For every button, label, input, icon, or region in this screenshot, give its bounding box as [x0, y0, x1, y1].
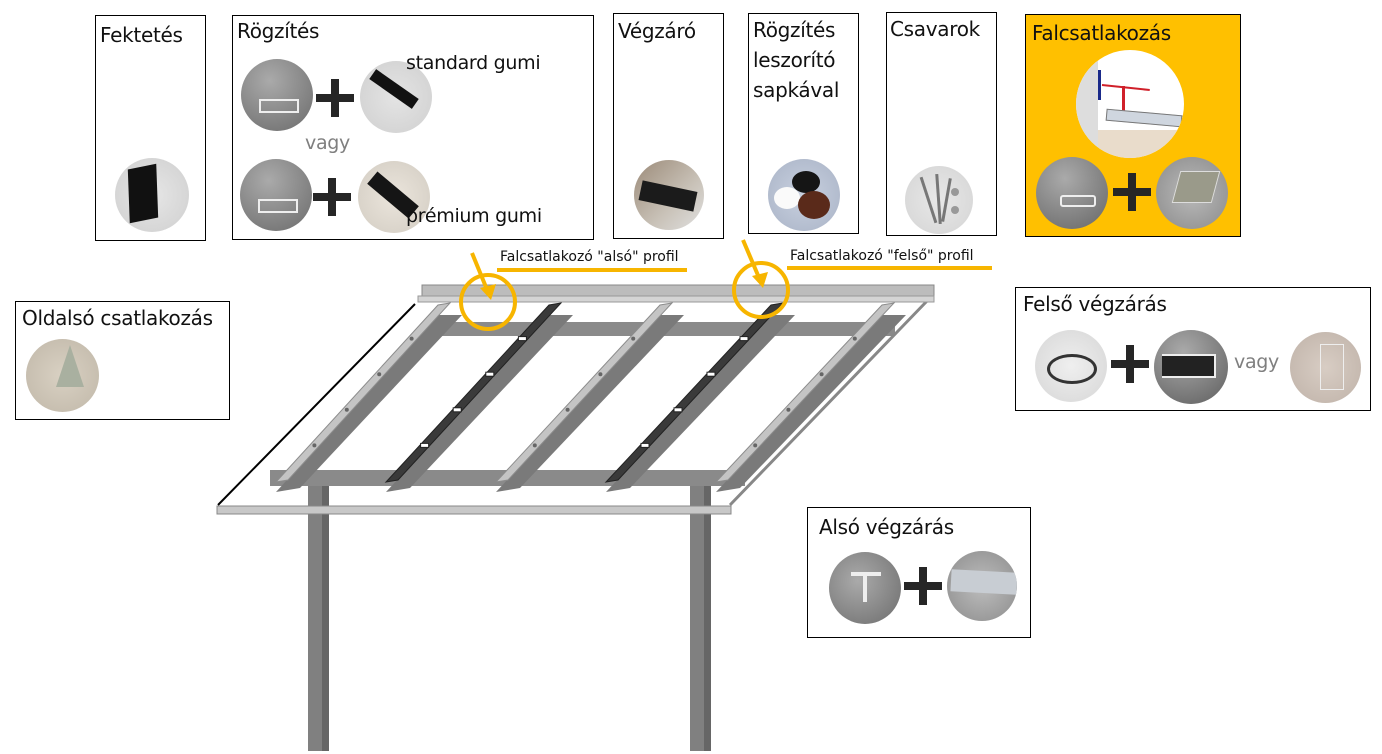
- right-panel-edge-inner: [732, 299, 932, 506]
- callout-underline: [497, 268, 687, 272]
- panel-rogzites: Rögzítés standard gumi vagy prémium gumi: [232, 15, 594, 240]
- premium-rubber-label: prémium gumi: [406, 205, 542, 227]
- panel-oldalso: Oldalsó csatlakozás: [15, 301, 230, 420]
- screw-hole: [631, 336, 636, 341]
- clamp-cap: [517, 336, 527, 342]
- screw-hole: [409, 336, 414, 341]
- callout-upper-profile-label: Falcsatlakozó "felső" profil: [790, 248, 974, 264]
- callout-lower-profile-label: Falcsatlakozó "alsó" profil: [500, 249, 679, 265]
- panel-csavarok: Csavarok: [886, 12, 997, 236]
- screw-hole: [819, 372, 824, 377]
- panel-vegzaro: Végzáró: [613, 13, 724, 239]
- tape-roll-photo: [1035, 330, 1107, 402]
- standard-rubber-label: standard gumi: [406, 52, 541, 74]
- panel-rogzites-sapka: Rögzítés leszorító sapkával: [748, 13, 859, 234]
- panel-title: Végzáró: [618, 19, 696, 43]
- callout-arrow: [741, 239, 762, 281]
- clamp-cap: [485, 371, 495, 377]
- aluminium-profile-photo: [241, 59, 313, 131]
- screw-hole: [312, 443, 317, 448]
- panel-also-vegzaras: Alsó végzárás: [807, 507, 1031, 638]
- u-profile-photo: [1154, 330, 1228, 404]
- plus-icon: [1111, 345, 1149, 383]
- screw-hole: [344, 407, 349, 412]
- upper-profile-photo: [1156, 157, 1228, 229]
- panel-title: Felső végzárás: [1023, 292, 1167, 316]
- panel-title: Fektetés: [100, 23, 183, 47]
- front-end-profile: [216, 505, 732, 515]
- post: [690, 485, 704, 751]
- screws-photo: [905, 166, 973, 234]
- screw-hole: [852, 336, 857, 341]
- screw-hole: [377, 372, 382, 377]
- rafter: [386, 315, 573, 492]
- drip-profile-photo: [829, 552, 901, 624]
- side-connector-photo: [26, 339, 99, 412]
- highlight-circle: [732, 261, 790, 319]
- plus-icon: [313, 178, 351, 216]
- screw-hole: [532, 443, 537, 448]
- tape-strip-photo: [947, 551, 1017, 621]
- panel-title: Csavarok: [890, 17, 980, 41]
- clamp-caps-photo: [768, 159, 840, 231]
- post: [308, 485, 322, 751]
- clamp-cap: [706, 371, 716, 377]
- plus-icon: [1113, 173, 1151, 211]
- arrow-head-icon: [752, 272, 768, 288]
- screw-hole: [565, 407, 570, 412]
- or-label: vagy: [305, 132, 350, 154]
- hook-profile-photo: [1036, 157, 1108, 229]
- posts: [308, 485, 711, 751]
- panel-title: Falcsatlakozás: [1032, 21, 1171, 45]
- post-shade: [322, 485, 329, 751]
- rafter-top-profile: [494, 302, 674, 483]
- panel-fektetes: Fektetés: [95, 15, 206, 241]
- panel-title: Rögzítés: [237, 19, 320, 43]
- rafter: [606, 315, 795, 492]
- clamp-cap: [640, 442, 650, 448]
- rafters: [274, 302, 906, 492]
- wall-profile-lower: [417, 295, 935, 303]
- screw-hole: [786, 407, 791, 412]
- post-shade: [704, 485, 711, 751]
- panel-felso-vegzaras: Felső végzárás vagy: [1015, 287, 1371, 411]
- panel-title: Rögzítés leszorító sapkával: [753, 18, 840, 102]
- clamp-cap: [739, 336, 749, 342]
- screw-hole: [753, 443, 758, 448]
- panel-falcsatlakozas: Falcsatlakozás: [1025, 14, 1241, 237]
- premium-rubber-photo: [358, 161, 430, 233]
- rafter: [496, 315, 684, 492]
- clamp-cap: [673, 407, 683, 413]
- clamp-cap: [452, 407, 462, 413]
- panel-title: Alsó végzárás: [819, 515, 954, 539]
- wall-connection-diagram: [1076, 50, 1184, 158]
- callout-underline: [787, 266, 992, 270]
- wall-profile: [421, 284, 935, 297]
- rubber-strip-photo: [115, 158, 189, 232]
- standard-rubber-photo: [360, 61, 432, 133]
- callout-arrow: [470, 252, 490, 293]
- polycarbonate-profile-photo: [1290, 332, 1361, 403]
- highlight-circle: [459, 273, 517, 331]
- callout-markers: [459, 239, 790, 331]
- rafter: [716, 315, 906, 492]
- plus-icon: [904, 567, 942, 605]
- panel-title: Oldalsó csatlakozás: [22, 306, 213, 330]
- aluminium-profile-photo: [240, 159, 312, 231]
- plus-icon: [316, 79, 354, 117]
- rafter: [276, 315, 462, 492]
- end-cap-photo: [634, 160, 704, 230]
- screw-hole: [598, 372, 603, 377]
- rafter-clamp-profile: [384, 302, 563, 483]
- arrow-head-icon: [480, 284, 496, 300]
- rafter-top-profile: [714, 302, 896, 483]
- left-panel-edge: [217, 303, 416, 506]
- clamp-cap: [420, 442, 430, 448]
- right-panel-edge: [728, 298, 930, 507]
- or-label: vagy: [1234, 351, 1279, 373]
- rafter-top-profile: [274, 302, 452, 483]
